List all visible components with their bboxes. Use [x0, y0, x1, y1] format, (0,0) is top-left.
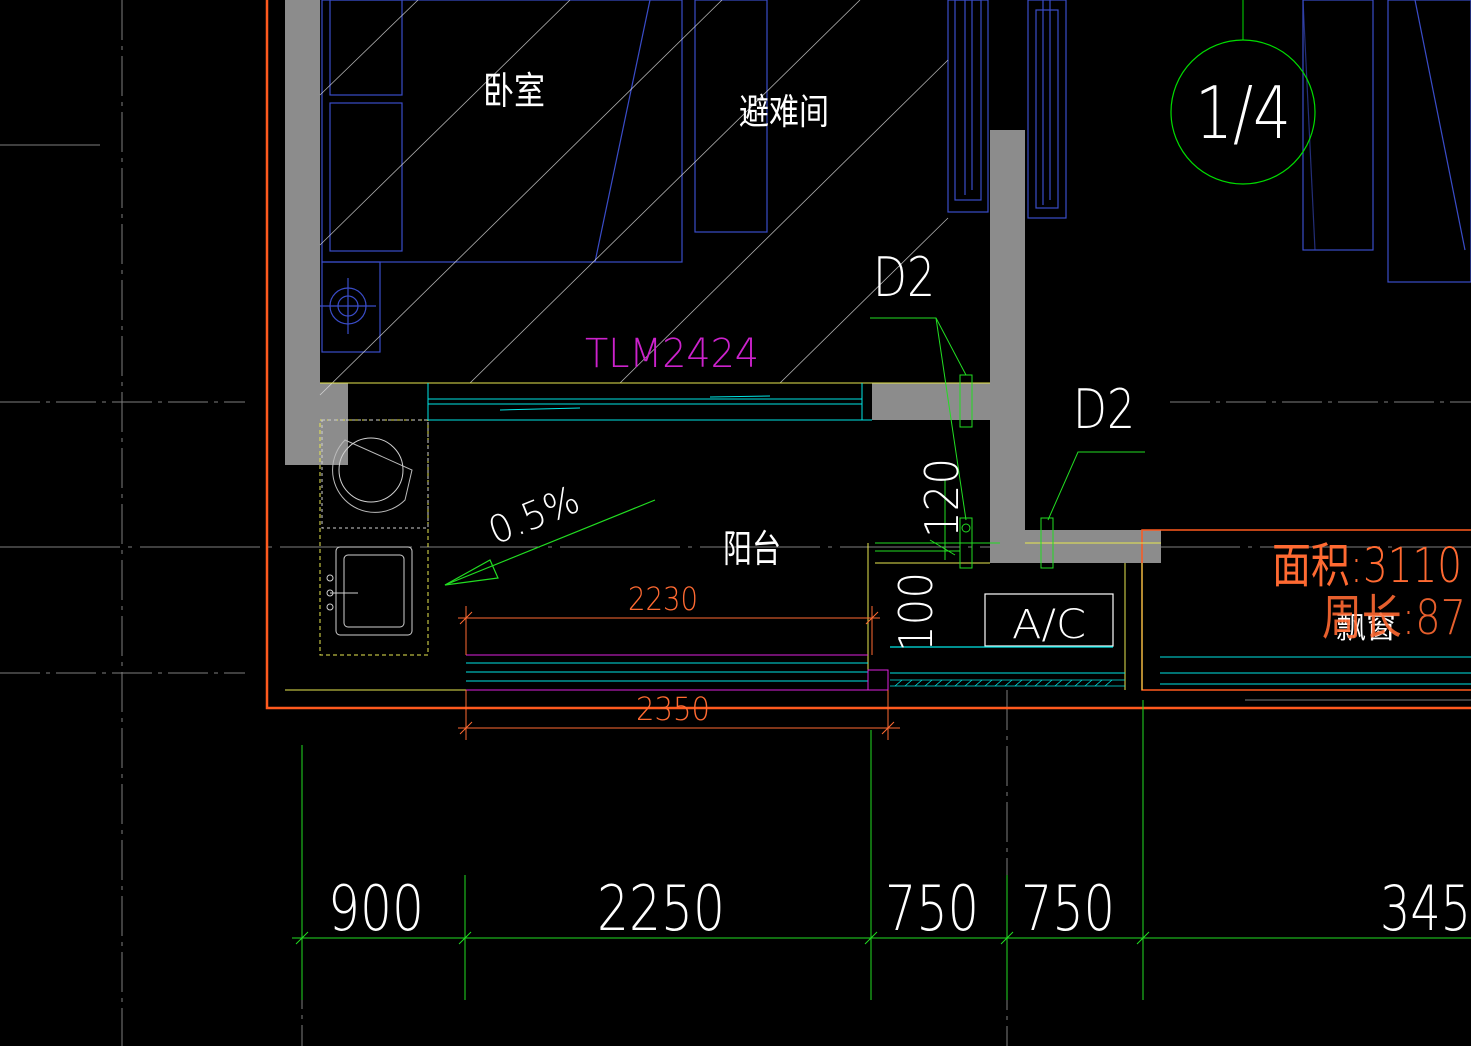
detail-leaders: [870, 317, 1145, 569]
ac-sill-hatch: [890, 679, 1125, 687]
inner-dimension-lines: [458, 606, 900, 740]
structural-walls: [285, 0, 1161, 563]
grid-bubble-label: 1/4: [1195, 71, 1291, 155]
area-label: 面积:3110: [1272, 538, 1462, 594]
dim-chain-750a: 750: [885, 872, 979, 945]
window-glazing: [427, 383, 1471, 685]
dim-inner-bottom: 2350: [636, 690, 710, 728]
balcony-label: 阳台: [723, 527, 781, 571]
yellow-linework: [285, 382, 1161, 691]
ac-unit-box: [890, 593, 1114, 648]
bay-window-label: 飘窗: [1336, 611, 1396, 646]
sink-fixtures: [321, 419, 429, 636]
detail-label-left: D2: [873, 246, 935, 309]
refuge-room-label: 避难间: [739, 92, 829, 133]
bedroom-label: 卧室: [483, 69, 545, 113]
dim-inner-top: 2230: [628, 580, 698, 618]
bottom-dimension-chain: [292, 700, 1471, 1000]
dim-chain-750b: 750: [1021, 872, 1115, 945]
door-tag-label: TLM2424: [585, 331, 759, 377]
dim-vertical-lower: 100: [889, 572, 943, 652]
grid-bubble: [1170, 0, 1316, 185]
furniture-outlines: [320, 0, 1471, 353]
dim-vertical-upper: 120: [915, 458, 969, 538]
slope-arrow: [444, 499, 656, 586]
dim-chain-900: 900: [328, 872, 424, 945]
perimeter-label: 周长:87: [1322, 590, 1466, 646]
refuge-room-hatch: [319, 0, 949, 396]
ac-unit-label: A/C: [1012, 602, 1086, 648]
dim-chain-345: 345: [1380, 872, 1471, 945]
dim-chain-2250: 2250: [597, 872, 725, 945]
door-opening: [466, 654, 889, 691]
detail-label-right: D2: [1073, 378, 1135, 441]
